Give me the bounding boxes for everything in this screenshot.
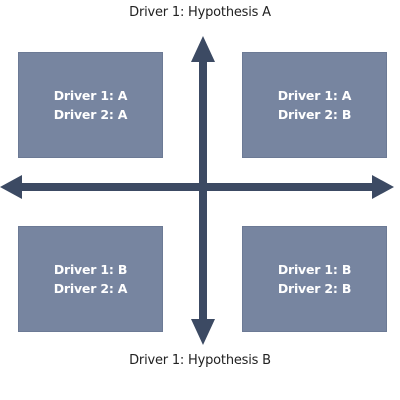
left-arrow-icon bbox=[0, 175, 22, 199]
quadrant-top-right: Driver 1: A Driver 2: B bbox=[242, 52, 387, 158]
quadrant-bottom-left: Driver 1: B Driver 2: A bbox=[18, 226, 163, 332]
top-axis-label: Driver 1: Hypothesis A bbox=[129, 5, 271, 20]
quadrant-top-left: Driver 1: A Driver 2: A bbox=[18, 52, 163, 158]
down-arrow-icon bbox=[191, 319, 215, 345]
quadrant-top-right-line1: Driver 1: A bbox=[277, 88, 352, 103]
quadrant-bottom-right-line2: Driver 2: B bbox=[277, 281, 352, 296]
quadrant-top-right-line2: Driver 2: B bbox=[277, 107, 352, 122]
quadrant-top-left-line1: Driver 1: A bbox=[53, 88, 128, 103]
quadrant-bottom-right: Driver 1: B Driver 2: B bbox=[242, 226, 387, 332]
quadrant-bottom-left-line1: Driver 1: B bbox=[53, 262, 128, 277]
quadrant-top-left-line2: Driver 2: A bbox=[53, 107, 128, 122]
horizontal-axis-line bbox=[14, 183, 380, 191]
quadrant-bottom-left-line2: Driver 2: A bbox=[53, 281, 128, 296]
bottom-axis-label: Driver 1: Hypothesis B bbox=[129, 353, 271, 368]
up-arrow-icon bbox=[191, 36, 215, 62]
right-arrow-icon bbox=[372, 175, 394, 199]
quadrant-bottom-right-line1: Driver 1: B bbox=[277, 262, 352, 277]
